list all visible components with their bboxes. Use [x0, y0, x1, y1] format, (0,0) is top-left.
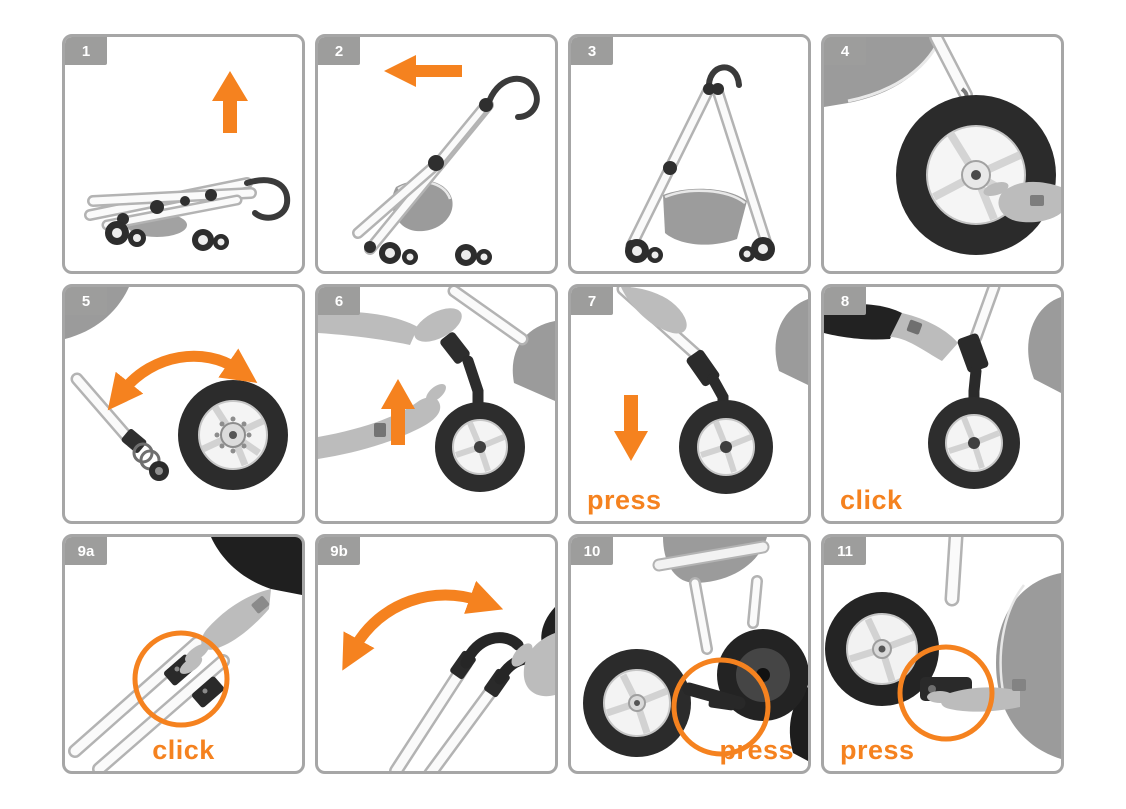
step-number-badge: 11 [824, 537, 866, 565]
step-caption: click [840, 485, 903, 515]
step-number-badge: 6 [318, 287, 360, 315]
illustration-front-wheel-insert [318, 287, 555, 492]
illustration-front-wheel-press [614, 287, 808, 494]
arrow-left-icon [384, 55, 462, 87]
step-number-badge: 8 [824, 287, 866, 315]
arrow-down-icon [614, 395, 648, 461]
step-caption: press [840, 735, 915, 765]
front-wheel-assembly [616, 287, 808, 494]
curved-double-arrow-icon [107, 348, 258, 411]
handle-and-hands [389, 607, 555, 771]
step-number-badge: 7 [571, 287, 613, 315]
illustration-unfolding-stroller [352, 55, 540, 266]
axle-and-wheel [65, 287, 288, 490]
illustration-unfolded-stroller [625, 64, 775, 263]
step-panel-2: 2 [315, 34, 558, 274]
illustration-rear-wheel-removed [65, 287, 288, 490]
highlight-circle [132, 630, 230, 728]
step-panel-3: 3 [568, 34, 811, 274]
step-number-badge: 4 [824, 37, 866, 65]
illustration-front-wheel-click [824, 287, 1061, 489]
step-number-badge: 3 [571, 37, 613, 65]
step-panel-5: 5 [62, 284, 305, 524]
highlight-circle [897, 644, 995, 742]
folded-stroller-frame [84, 177, 291, 251]
step-number-badge: 9a [65, 537, 107, 565]
step-panel-6: 6 [315, 284, 558, 524]
step-number-badge: 5 [65, 287, 107, 315]
wheel-latch-and-hand [825, 537, 1061, 759]
arrow-up-icon [212, 71, 248, 133]
illustration-handle-button-click [68, 537, 302, 771]
step-number-badge: 10 [571, 537, 613, 565]
arrow-up-icon [381, 379, 415, 445]
step-panel-4: 4 [821, 34, 1064, 274]
illustration-chassis-latch-press [583, 537, 808, 761]
curved-double-arrow-icon [342, 580, 504, 671]
step-panel-9b: 9b [315, 534, 558, 774]
step-number-badge: 2 [318, 37, 360, 65]
highlight-circle [671, 657, 771, 757]
steps-grid: 1 [62, 34, 1064, 774]
illustration-folded-stroller [84, 71, 291, 251]
front-wheel-locked [824, 287, 1061, 489]
step-panel-7: 7 [568, 284, 811, 524]
step-caption: press [719, 735, 794, 765]
step-number-badge: 1 [65, 37, 107, 65]
unfolded-stroller-frame [625, 64, 775, 263]
step-caption: press [587, 485, 662, 515]
step-caption: click [152, 735, 215, 765]
step-panel-1: 1 [62, 34, 305, 274]
front-wheel-and-hands [318, 287, 555, 492]
step-panel-8: 8 [821, 284, 1064, 524]
step-panel-10: 10 [568, 534, 811, 774]
chassis-wheels-and-latch [583, 537, 808, 761]
illustration-wheel-release-press [825, 537, 1061, 759]
illustration-handle-adjust [342, 580, 555, 771]
step-panel-11: 11 [821, 534, 1064, 774]
unfolding-stroller-frame [352, 75, 540, 266]
handle-joint-and-hand [68, 537, 302, 771]
step-number-badge: 9b [318, 537, 360, 565]
step-panel-9a: 9a click [62, 534, 305, 774]
rear-wheel-and-hand [824, 37, 1061, 255]
illustration-rear-wheel-attach [824, 37, 1061, 255]
